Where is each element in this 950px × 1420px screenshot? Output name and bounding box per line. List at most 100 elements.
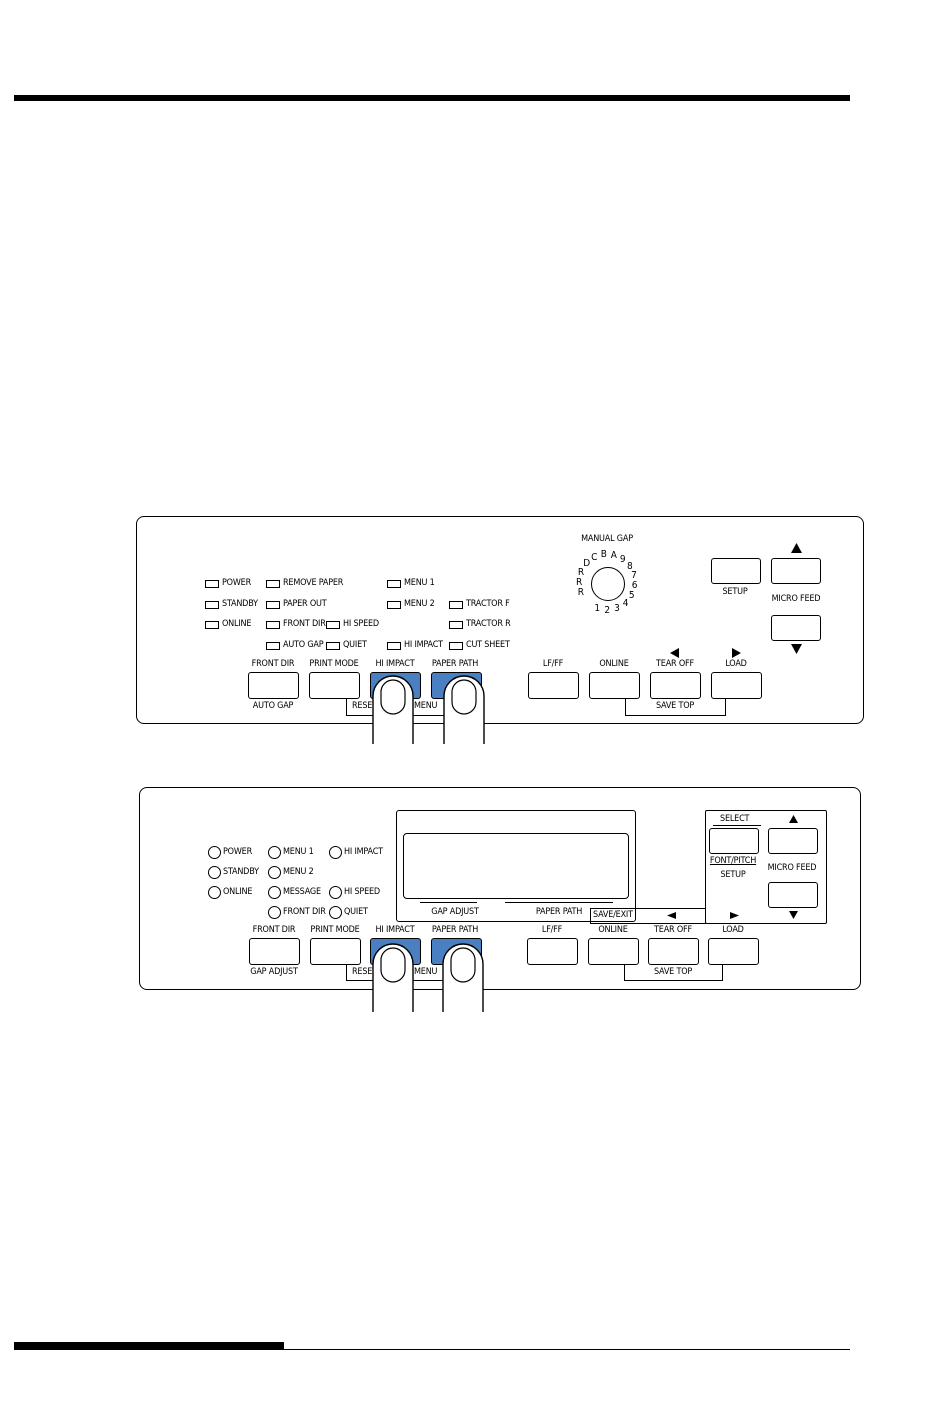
micro-feed-up-button[interactable] — [771, 558, 821, 584]
online-button-label: ONLINE — [599, 659, 629, 669]
print-mode-button-label: PRINT MODE — [309, 659, 359, 669]
power-indicator-2 — [208, 846, 221, 859]
setup-sublabel-2: SETUP — [720, 870, 746, 880]
power-label: POWER — [222, 578, 252, 588]
front-dir-button-2[interactable] — [249, 938, 300, 965]
operator-panel-2: POWER STANDBY ONLINE MENU 1 MENU 2 MESSA… — [139, 787, 861, 990]
front-dir-label-2: FRONT DIR — [283, 907, 326, 917]
save-top-bracket-left — [625, 698, 626, 715]
tear-off-button[interactable] — [650, 672, 701, 699]
save-top-sublabel: SAVE TOP — [655, 701, 695, 711]
print-mode-button[interactable] — [309, 672, 360, 699]
dial-number: 8 — [627, 561, 633, 573]
operator-panel-1: POWER STANDBY ONLINE REMOVE PAPER PAPER … — [136, 516, 864, 724]
save-top-bracket-bottom-2 — [624, 980, 723, 981]
lf-ff-button-2[interactable] — [527, 938, 578, 965]
dial-number: 4 — [622, 597, 629, 609]
tear-off-button-2[interactable] — [648, 938, 699, 965]
front-dir-label: FRONT DIR — [283, 619, 326, 629]
setup-sublabel: SETUP — [722, 587, 748, 597]
dial-number: 5 — [628, 589, 635, 601]
lf-ff-button-label: LF/FF — [542, 659, 564, 669]
auto-gap-sublabel: AUTO GAP — [252, 701, 294, 711]
micro-feed-down-button[interactable] — [771, 615, 821, 641]
paper-path-display-line — [505, 902, 613, 903]
load-button-label: LOAD — [725, 659, 747, 669]
dial-number: R — [577, 586, 584, 598]
message-label-2: MESSAGE — [283, 887, 321, 897]
micro-feed-label: MICRO FEED — [771, 594, 821, 604]
front-dir-button-label: FRONT DIR — [251, 659, 295, 669]
tear-off-button-label-2: TEAR OFF — [654, 925, 692, 935]
online-label-2: ONLINE — [223, 887, 253, 897]
dial-number: R — [577, 566, 584, 578]
lf-ff-button[interactable] — [528, 672, 579, 699]
menu1-indicator-2 — [268, 846, 281, 859]
reset-sublabel-2: RESET — [352, 967, 377, 977]
font-pitch-button[interactable] — [709, 828, 759, 854]
standby-indicator-2 — [208, 866, 221, 879]
quiet-indicator-2 — [329, 906, 342, 919]
menu2-indicator-2 — [268, 866, 281, 879]
finger-pressing-hi-impact-icon-2 — [372, 943, 414, 1012]
front-dir-indicator — [266, 621, 280, 629]
paper-path-button-label: PAPER PATH — [431, 659, 479, 669]
message-indicator-2 — [268, 886, 281, 899]
dial-number: 7 — [631, 570, 637, 582]
dial-number: A — [610, 549, 617, 561]
hi-speed-indicator — [326, 621, 340, 629]
online-button-2[interactable] — [588, 938, 639, 965]
hi-speed-label-2: HI SPEED — [344, 887, 380, 897]
dial-number: D — [583, 558, 590, 570]
header-rule — [14, 95, 850, 101]
auto-gap-label: AUTO GAP — [283, 640, 324, 650]
load-button-label-2: LOAD — [722, 925, 744, 935]
micro-feed-down-button-2[interactable] — [768, 882, 818, 908]
load-button[interactable] — [711, 672, 762, 699]
menu2-indicator — [387, 601, 401, 609]
dial-number: 3 — [614, 603, 620, 615]
manual-gap-label: MANUAL GAP — [581, 534, 633, 544]
tractor-f-label: TRACTOR F — [466, 599, 510, 609]
paper-path-display-label: PAPER PATH — [535, 907, 583, 917]
cut-sheet-label: CUT SHEET — [466, 640, 510, 650]
tractor-f-indicator — [449, 601, 463, 609]
reset-bracket-left-2 — [346, 964, 347, 981]
save-top-bracket-right — [725, 698, 726, 715]
load-button-2[interactable] — [708, 938, 759, 965]
dial-number: C — [591, 552, 598, 564]
hi-impact-indicator — [387, 642, 401, 650]
online-button-label-2: ONLINE — [598, 925, 628, 935]
hi-impact-indicator-2 — [329, 846, 342, 859]
menu1-indicator — [387, 580, 401, 588]
gap-adjust-display-line — [420, 902, 477, 903]
lf-ff-button-label-2: LF/FF — [541, 925, 563, 935]
left-arrow-icon-2 — [667, 912, 676, 919]
hi-impact-button-label: HI IMPACT — [375, 659, 415, 669]
dial-number: R — [576, 576, 583, 588]
tear-off-button-label: TEAR OFF — [656, 659, 694, 669]
font-pitch-label: FONT/PITCH — [709, 856, 757, 866]
finger-pressing-hi-impact-icon — [372, 675, 414, 744]
save-top-bracket-bottom — [625, 715, 726, 716]
auto-gap-indicator — [266, 642, 280, 650]
down-arrow-icon-2 — [789, 911, 798, 919]
micro-feed-up-button-2[interactable] — [768, 828, 818, 854]
manual-gap-dial[interactable] — [591, 567, 625, 601]
setup-button[interactable] — [711, 558, 761, 584]
save-top-bracket-right-2 — [722, 964, 723, 980]
hi-impact-button-label-2: HI IMPACT — [375, 925, 415, 935]
reset-bracket-left — [346, 698, 347, 716]
menu2-label-2: MENU 2 — [283, 867, 314, 877]
gap-adjust-sublabel: GAP ADJUST — [250, 967, 298, 977]
tractor-r-indicator — [449, 621, 463, 629]
select-label: SELECT — [720, 814, 750, 824]
right-arrow-icon-2 — [730, 912, 739, 919]
reset-sublabel: RESET — [352, 701, 377, 711]
menu-sublabel-2: MENU — [414, 967, 438, 977]
front-dir-button[interactable] — [248, 672, 299, 699]
online-button[interactable] — [589, 672, 640, 699]
footer-rule-thin — [284, 1349, 850, 1350]
remove-paper-indicator — [266, 580, 280, 588]
print-mode-button-2[interactable] — [310, 938, 361, 965]
